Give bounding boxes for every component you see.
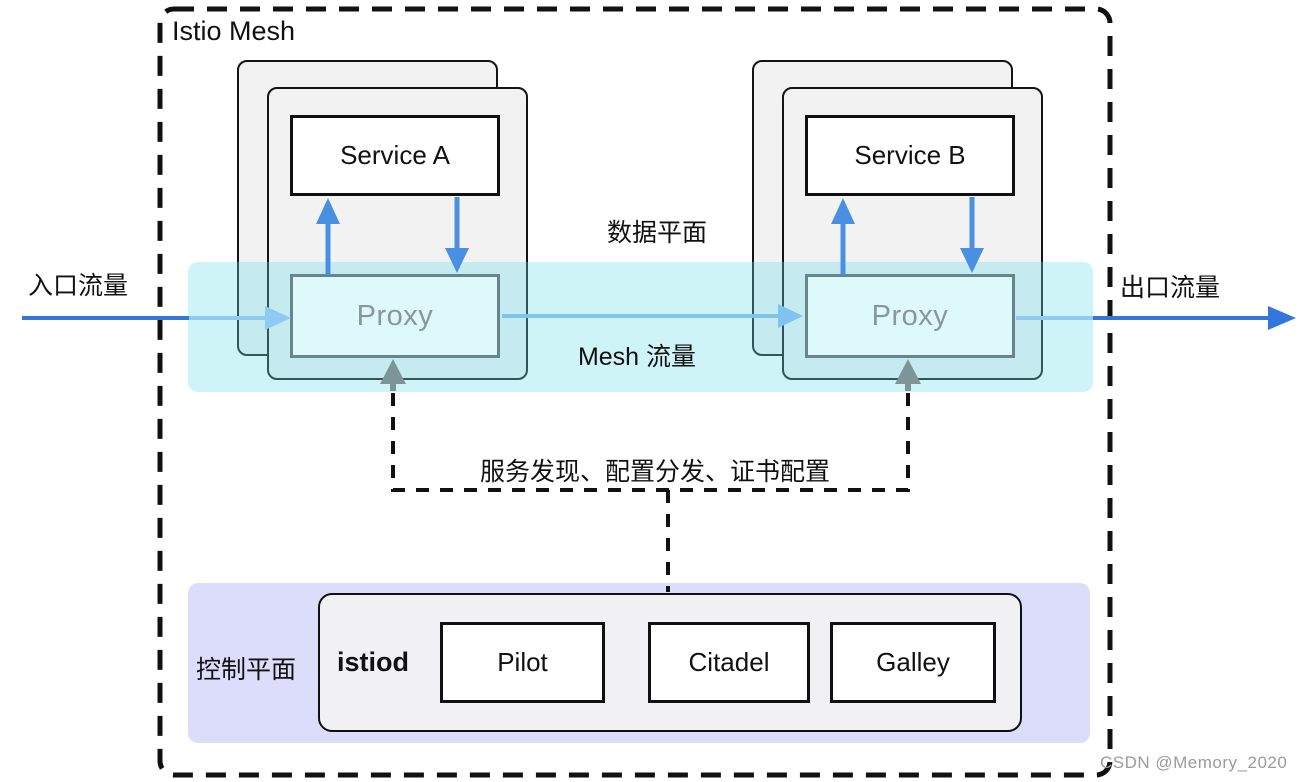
pilot-box: Pilot	[440, 622, 605, 703]
control-link-label: 服务发现、配置分发、证书配置	[479, 458, 830, 486]
data-plane-label: 数据平面	[606, 219, 707, 247]
istiod-label: istiod	[337, 647, 409, 677]
pilot-label: Pilot	[497, 647, 548, 677]
service-a-box: Service A	[290, 115, 500, 196]
egress-label: 出口流量	[1120, 274, 1221, 302]
service-a-label: Service A	[340, 140, 450, 170]
proxy-b-box: Proxy	[805, 274, 1015, 358]
citadel-label: Citadel	[688, 647, 770, 677]
proxy-a-box: Proxy	[290, 274, 500, 358]
galley-box: Galley	[830, 622, 996, 703]
proxy-a-label: Proxy	[356, 299, 434, 332]
galley-label: Galley	[876, 647, 950, 677]
service-b-box: Service B	[805, 115, 1015, 196]
citadel-box: Citadel	[648, 622, 810, 703]
egress-arrowhead	[1268, 306, 1296, 330]
control-plane-label: 控制平面	[196, 656, 297, 684]
ingress-label: 入口流量	[28, 272, 129, 300]
watermark: CSDN @Memory_2020	[1100, 753, 1288, 772]
service-b-label: Service B	[854, 140, 966, 170]
mesh-traffic-label: Mesh 流量	[577, 343, 697, 371]
proxy-b-label: Proxy	[871, 299, 949, 332]
mesh-title: Istio Mesh	[172, 16, 296, 46]
